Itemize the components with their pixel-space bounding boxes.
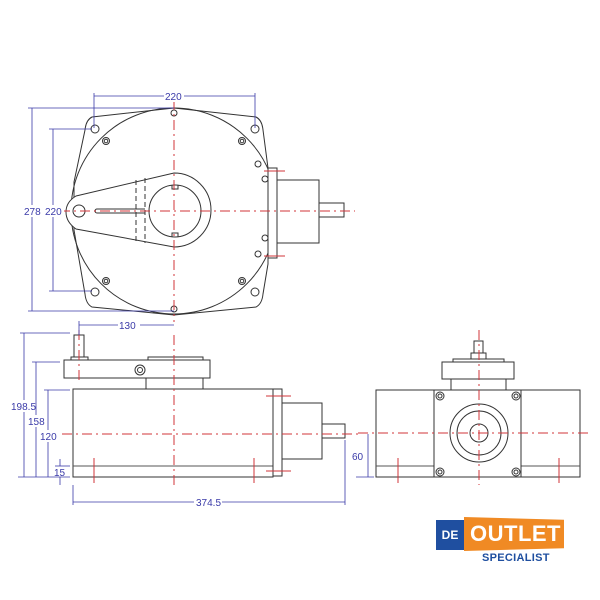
brand-logo: DE OUTLET SPECIALIST	[436, 517, 586, 567]
logo-name: OUTLET	[464, 517, 564, 551]
dim-front-offset: 130	[119, 321, 136, 332]
dim-front-height-total: 198.5	[11, 402, 36, 413]
dim-front-height-flange: 158	[28, 417, 45, 428]
front-view	[63, 334, 346, 478]
top-centerlines	[60, 100, 355, 322]
dim-front-height-body: 120	[40, 432, 57, 443]
dim-top-width: 220	[165, 92, 182, 103]
front-centerlines	[62, 330, 358, 485]
side-view	[375, 340, 581, 478]
dim-front-length: 374.5	[196, 498, 221, 509]
dim-shaft-height: 60	[352, 452, 364, 463]
dim-top-height-outer: 278	[24, 207, 41, 218]
side-centerlines	[358, 330, 590, 485]
dim-top-height-inner: 220	[45, 207, 62, 218]
logo-prefix: DE	[436, 520, 464, 550]
logo-tagline: SPECIALIST	[482, 552, 550, 564]
dim-front-base: 15	[54, 468, 66, 479]
